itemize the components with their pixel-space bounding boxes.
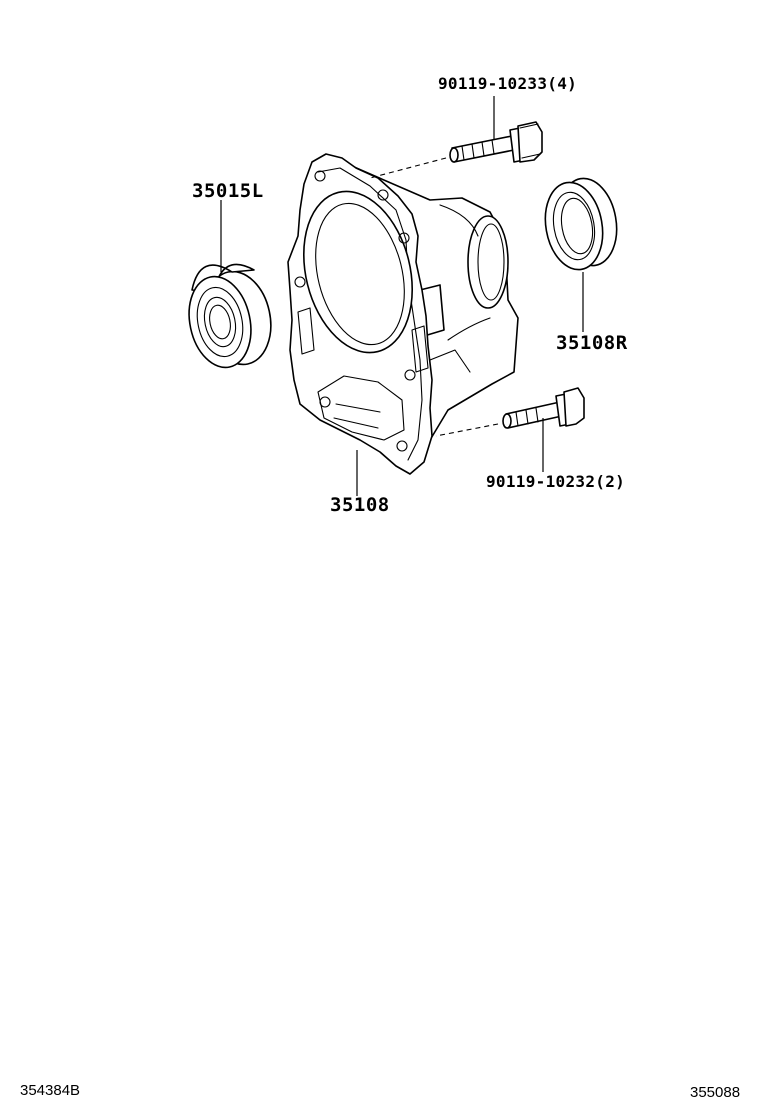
lower-flange-bolt-icon[interactable] [502,387,585,429]
part-label-housing[interactable]: 35108 [330,494,390,516]
upper-bolt-alignment-line [369,157,447,179]
corner-code-right: 355088 [690,1084,741,1101]
part-label-lower-bolt[interactable]: 90119-10232(2) [486,472,626,491]
extension-housing-icon[interactable] [287,153,519,475]
part-label-oil-seal[interactable]: 35108R [556,332,628,354]
part-label-upper-bolt[interactable]: 90119-10233(4) [438,74,578,93]
part-label-bearing[interactable]: 35015L [192,180,264,202]
corner-code-left: 354384B [20,1082,81,1099]
lower-bolt-alignment-line [435,423,499,437]
oil-seal-icon[interactable] [539,174,623,274]
upper-flange-bolt-icon[interactable] [449,121,543,163]
ball-bearing-icon[interactable] [181,263,279,373]
